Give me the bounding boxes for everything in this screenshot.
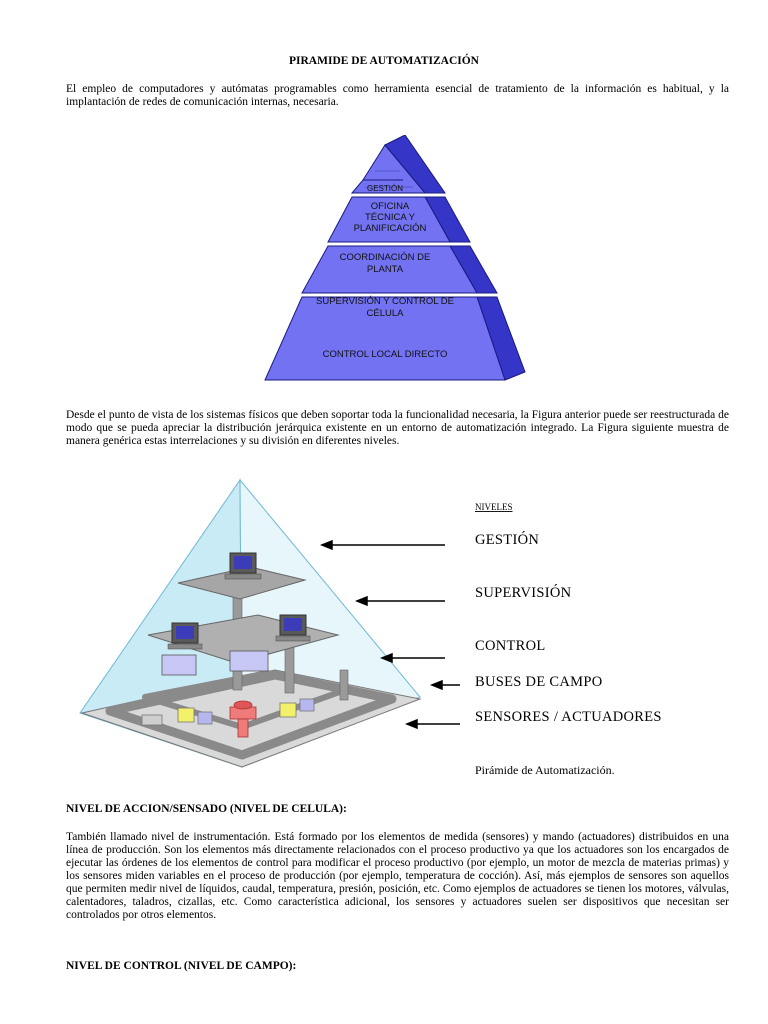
label-gestion: GESTIÓN [367,184,403,193]
label-oficina-3: PLANIFICACIÓN [354,223,427,234]
automation-levels-diagram: NIVELES GESTIÓN SUPERVISIÓN CONTROL BUSE… [79,478,662,777]
sensor-device [177,707,195,723]
level-control: CONTROL [475,638,546,654]
intro-paragraph: El empleo de computadores y autómatas pr… [66,83,729,108]
section-heading-accion: NIVEL DE ACCION/SENSADO (NIVEL DE CELULA… [66,803,347,815]
field-bus-loop [105,670,397,760]
level-gestion: GESTIÓN [475,531,539,548]
section-heading-control: NIVEL DE CONTROL (NIVEL DE CAMPO): [66,960,297,972]
sensor-device [299,698,315,712]
supervision-platform [177,566,307,600]
label-supervision-1: SUPERVISIÓN Y CONTROL DE [316,296,454,307]
computer-icon [167,622,203,650]
level-sensores: SENSORES / ACTUADORES [475,709,662,725]
label-control-local: CONTROL LOCAL DIRECTO [323,349,448,360]
label-supervision-2: CÉLULA [367,308,405,319]
sensor-device [279,702,297,718]
valve-icon [229,700,257,738]
bus-riser-3 [339,669,349,701]
page-title: PIRAMIDE DE AUTOMATIZACIÓN [289,55,479,67]
niveles-label: NIVELES [475,502,513,512]
plc-module [161,654,197,676]
level-supervision: SUPERVISIÓN [475,584,572,601]
label-oficina-1: OFICINA [371,201,410,212]
pyramid-face-supervision [301,245,478,294]
pyramid-face-control [264,296,506,381]
level-buses: BUSES DE CAMPO [475,674,602,690]
figure-caption: Pirámide de Automatización. [475,763,615,777]
second-paragraph: Desde el punto de vista de los sistemas … [66,409,729,447]
sensor-device [141,714,163,726]
label-coordinacion-1: COORDINACIÓN DE [340,252,431,263]
computer-icon [275,614,311,642]
plc-module [229,650,269,672]
automation-pyramid-diagram: GESTIÓN OFICINA TÉCNICA Y PLANIFICACIÓN … [264,135,526,381]
label-coordinacion-2: PLANTA [367,264,404,275]
pyramid-face-coordinacion [327,196,451,243]
section-paragraph-accion: También llamado nivel de instrumentación… [66,831,729,921]
sensor-device [197,711,213,725]
label-oficina-2: TÉCNICA Y [365,212,416,223]
computer-icon [224,552,262,580]
